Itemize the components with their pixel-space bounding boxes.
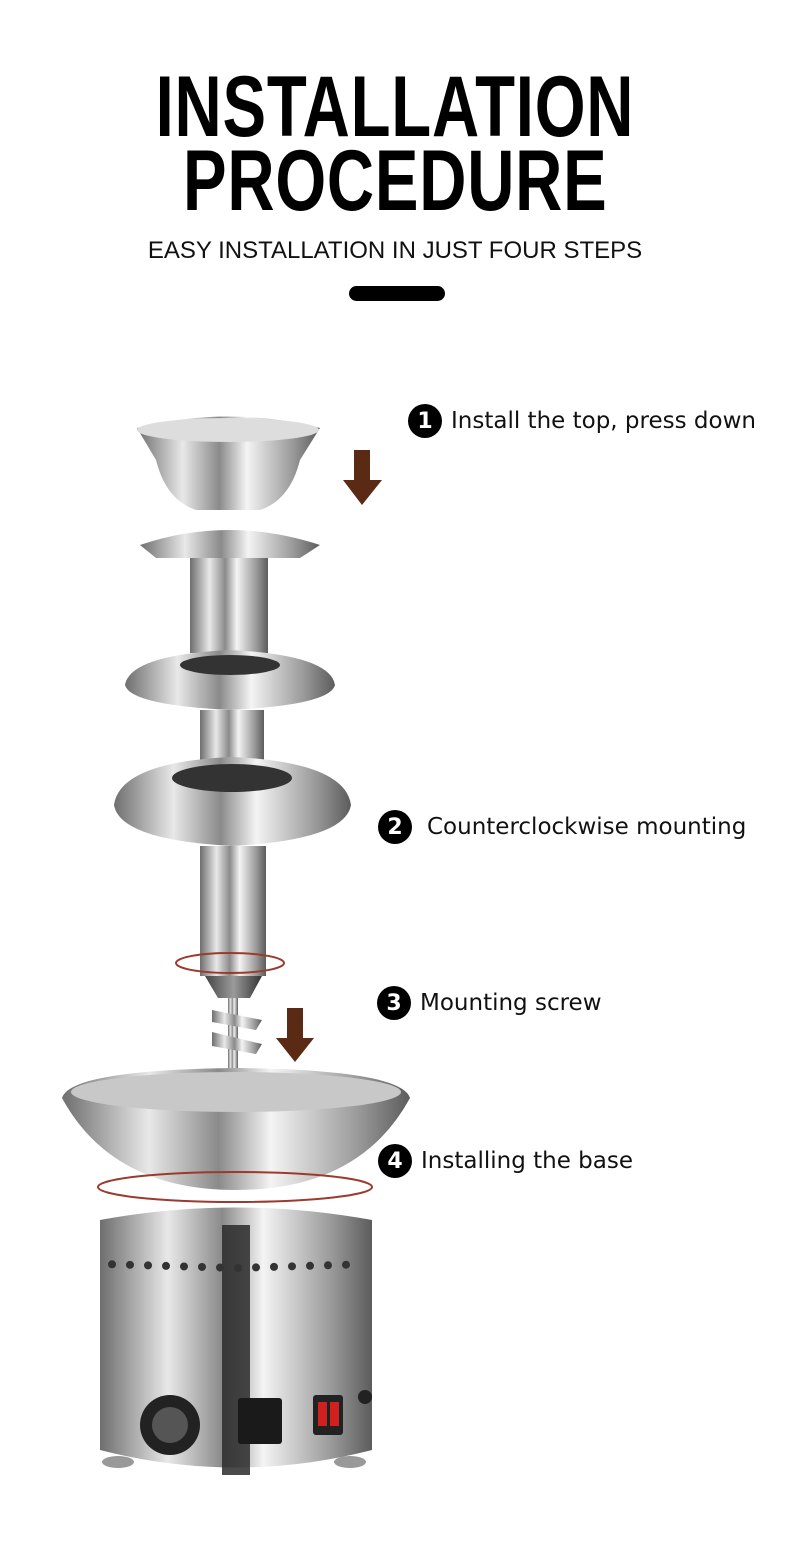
vent-hole — [180, 1262, 188, 1271]
step-number-badge: 1 — [408, 404, 442, 438]
vent-hole — [270, 1262, 278, 1271]
step-3: 3 Mounting screw — [377, 986, 602, 1020]
vent-hole — [324, 1261, 332, 1270]
fountain-tier-middle — [125, 650, 335, 710]
rotation-ring-icon — [175, 952, 285, 974]
fountain-tube-upper — [190, 558, 268, 653]
step-2: 2 Counterclockwise mounting — [378, 810, 746, 844]
step-number-badge: 2 — [378, 810, 412, 844]
step-label: Installing the base — [421, 1148, 633, 1174]
title-line-2: PROCEDURE — [182, 133, 608, 229]
vent-hole — [306, 1261, 314, 1270]
title-line-1: INSTALLATION — [155, 59, 635, 155]
step-4: 4 Installing the base — [378, 1144, 633, 1178]
vent-hole — [162, 1261, 170, 1270]
vent-hole — [144, 1261, 152, 1270]
step-label: Install the top, press down — [451, 408, 756, 434]
step-label: Counterclockwise mounting — [427, 814, 747, 840]
vent-hole — [126, 1260, 134, 1269]
vent-hole — [216, 1263, 224, 1272]
down-arrow-icon — [343, 450, 382, 505]
fountain-base — [100, 1207, 372, 1475]
vent-hole — [198, 1262, 206, 1271]
step-number-badge: 3 — [377, 986, 411, 1020]
step-1: 1 Install the top, press down — [408, 404, 756, 438]
step-number-badge: 4 — [378, 1144, 412, 1178]
step-label: Mounting screw — [420, 990, 602, 1016]
down-arrow-icon — [276, 1008, 314, 1062]
vent-hole — [252, 1263, 260, 1272]
vent-hole — [288, 1262, 296, 1271]
divider-bar — [349, 286, 445, 301]
vent-hole — [108, 1260, 116, 1269]
subtitle: EASY INSTALLATION IN JUST FOUR STEPS — [147, 237, 643, 264]
fountain-tier-lower — [114, 757, 351, 846]
vent-hole — [342, 1260, 350, 1269]
auger-screw — [212, 998, 262, 1078]
vent-hole — [234, 1263, 242, 1272]
vent-holes — [108, 1260, 350, 1272]
fountain-tube-lower — [200, 846, 266, 976]
fountain-basin — [62, 1068, 410, 1190]
base-ring-icon — [97, 1171, 373, 1203]
fountain-crown — [137, 416, 320, 558]
fountain-screw-collar — [205, 976, 262, 998]
power-socket — [238, 1398, 282, 1444]
